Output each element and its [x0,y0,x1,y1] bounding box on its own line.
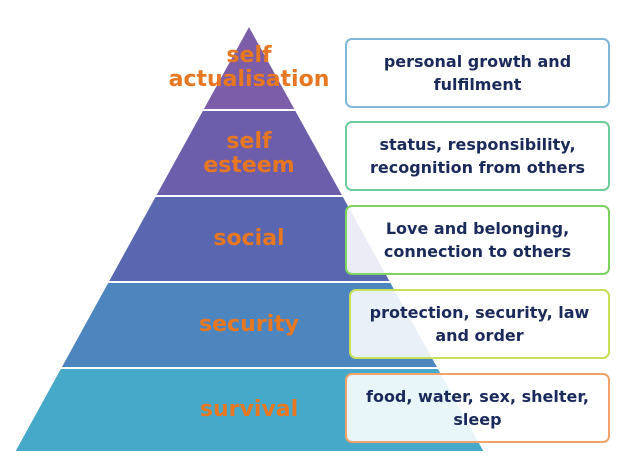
description-box-survival: food, water, sex, shelter, sleep [345,373,610,443]
description-box-social: Love and belonging, connection to others [345,205,610,275]
level-label-survival: survival [149,398,349,422]
label-line: survival [199,397,299,422]
description-text: personal growth and fulfilment [383,52,572,94]
description-text: food, water, sex, shelter, sleep [365,387,590,429]
description-text: protection, security, law and order [369,303,590,345]
label-line: security [199,312,299,337]
level-label-security: security [149,313,349,337]
label-line: actualisation [168,67,330,92]
label-line: self [226,129,272,154]
level-label-self-esteem: self esteem [149,130,349,178]
level-label-social: social [149,227,349,251]
description-text: Love and belonging, connection to others [383,219,572,261]
description-box-security: protection, security, law and order [349,289,610,359]
level-label-self-actualisation: self actualisation [149,44,349,92]
label-line: social [213,226,285,251]
label-line: self [226,43,272,68]
description-box-self-actualisation: personal growth and fulfilment [345,38,610,108]
description-box-self-esteem: status, responsibility, recognition from… [345,121,610,191]
description-text: status, responsibility, recognition from… [369,135,585,177]
label-line: esteem [203,153,295,178]
